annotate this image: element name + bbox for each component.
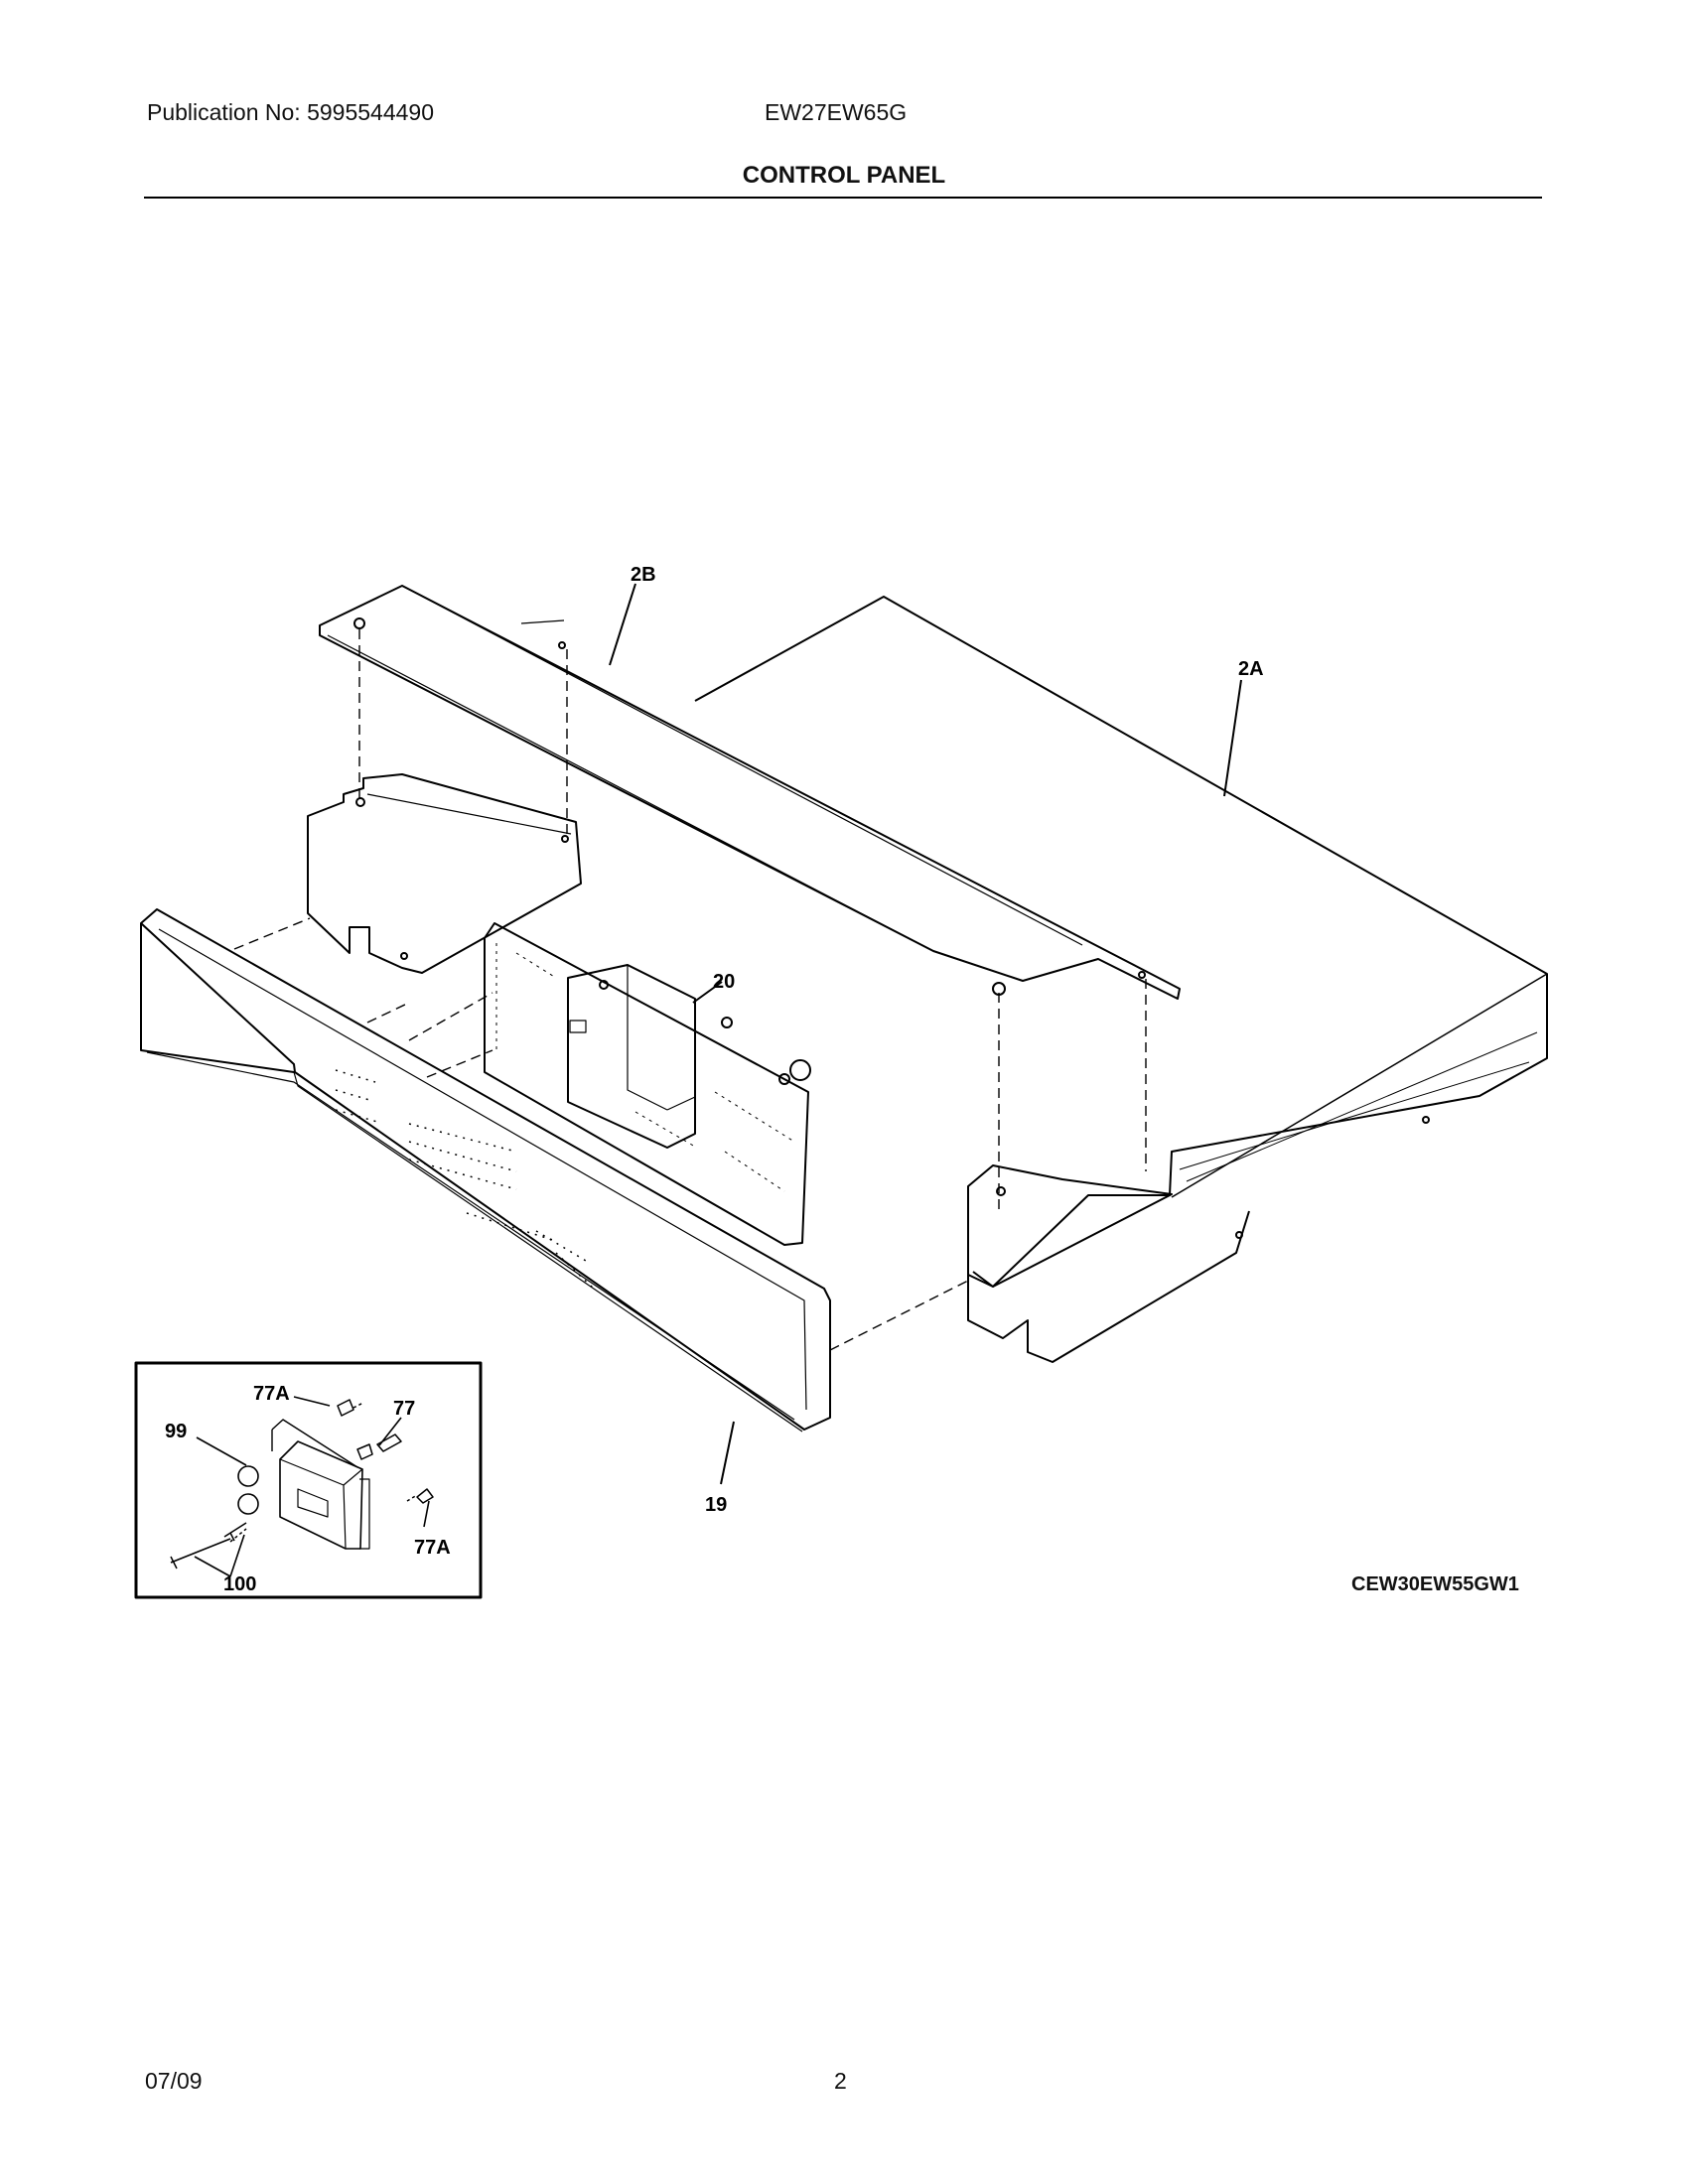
inset-connectors (337, 1399, 434, 1504)
page-number: 2 (834, 2068, 847, 2094)
publication-number: Publication No: 5995544490 (147, 99, 435, 125)
callout-2b: 2B (631, 564, 656, 586)
callout-20: 20 (713, 971, 735, 993)
callout-77: 77 (393, 1398, 415, 1420)
callout-99: 99 (165, 1421, 187, 1442)
control-board-20 (484, 922, 811, 1246)
callout-77a-bottom: 77A (414, 1537, 451, 1559)
console-body-2a (694, 596, 1548, 1288)
model-number: EW27EW65G (765, 99, 908, 125)
inset-frame (134, 1361, 483, 1599)
page-title: CONTROL PANEL (742, 162, 946, 189)
left-end-bracket (307, 773, 582, 974)
inset-transformer (237, 1419, 370, 1550)
footer-date: 07/09 (145, 2068, 203, 2094)
inset-leaders (194, 1396, 430, 1577)
callout-100: 100 (223, 1573, 256, 1595)
faceplate-19 (140, 908, 831, 1433)
leader-lines (609, 583, 1242, 1485)
top-trim-2b (319, 585, 1181, 1000)
header-rule (144, 197, 1542, 199)
diagram-code: CEW30EW55GW1 (1351, 1573, 1519, 1595)
callout-2a: 2A (1238, 658, 1264, 680)
callout-19: 19 (705, 1494, 727, 1516)
assembly-lines (233, 629, 1147, 1351)
callout-77a-top: 77A (253, 1383, 290, 1405)
right-end-bracket (967, 1164, 1250, 1363)
inset-screws (170, 1522, 247, 1570)
